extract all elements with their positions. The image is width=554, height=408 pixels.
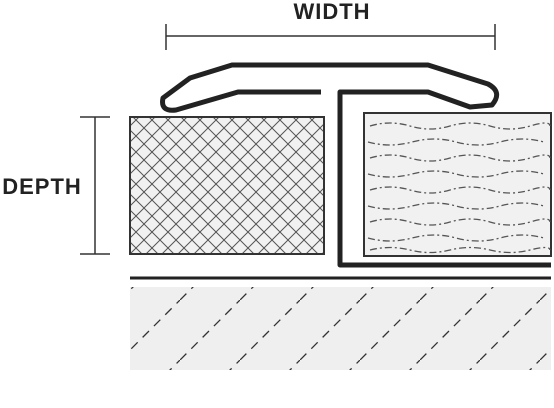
left-floor-panel <box>129 116 325 255</box>
subfloor-panel <box>130 287 551 370</box>
width-label: WIDTH <box>293 0 370 24</box>
right-floor-panel <box>363 112 552 257</box>
depth-dimension <box>80 116 110 255</box>
width-dimension <box>165 24 496 50</box>
depth-label: DEPTH <box>2 174 82 199</box>
trim-profile <box>160 62 551 268</box>
